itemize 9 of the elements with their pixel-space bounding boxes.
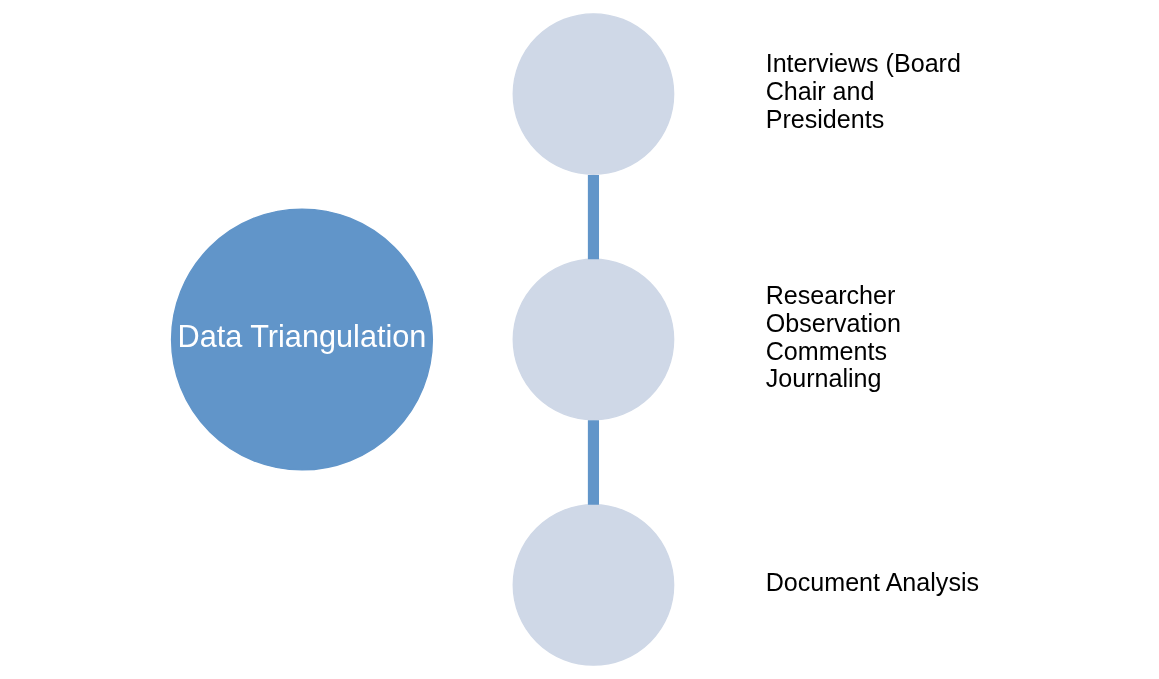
node-label: Document Analysis — [765, 568, 980, 597]
connector — [587, 420, 600, 505]
node-label: Researcher Observation Comments Journaling — [765, 280, 901, 393]
node-circle: Data Triangulation — [170, 208, 434, 471]
connector — [587, 174, 600, 260]
node-circle — [512, 13, 675, 175]
node-circle — [512, 504, 675, 666]
node-label: Interviews (Board Chair and Presidents — [765, 49, 961, 134]
node-circle — [512, 258, 675, 421]
